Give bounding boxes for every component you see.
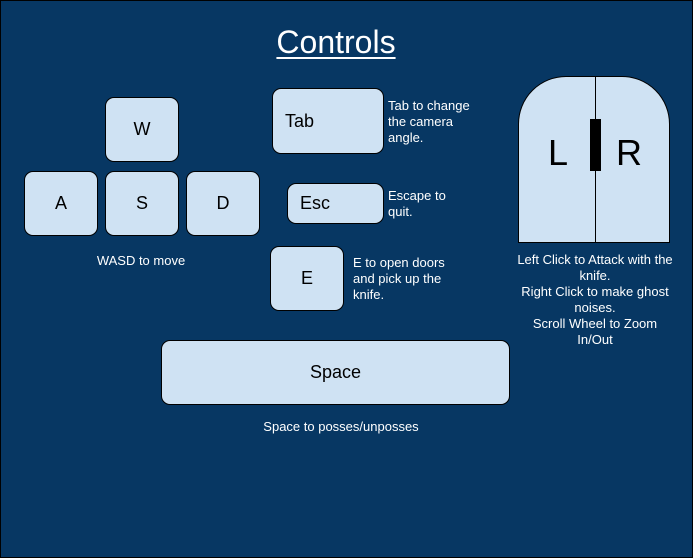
tab-caption-line: angle. bbox=[388, 130, 424, 145]
esc-caption: Escape to quit. bbox=[388, 188, 488, 220]
e-caption-line: E to open doors bbox=[353, 255, 445, 270]
key-d: D bbox=[186, 171, 260, 236]
key-esc: Esc bbox=[287, 183, 384, 224]
key-space: Space bbox=[161, 340, 510, 405]
mouse-left-label: L bbox=[548, 132, 569, 173]
key-s: S bbox=[105, 171, 179, 236]
wasd-caption: WASD to move bbox=[96, 253, 186, 268]
key-w: W bbox=[105, 97, 179, 162]
tab-caption-line: Tab to change bbox=[388, 98, 470, 113]
mouse-diagram: L R bbox=[518, 76, 670, 243]
esc-caption-line: Escape to bbox=[388, 188, 446, 203]
key-e: E bbox=[270, 246, 344, 311]
mouse-caption-line: Right Click to make ghost bbox=[521, 284, 669, 299]
tab-caption-line: the camera bbox=[388, 114, 454, 129]
mouse-caption-line: In/Out bbox=[577, 332, 613, 347]
mouse-caption-line: Scroll Wheel to Zoom bbox=[532, 316, 658, 331]
e-caption-line: knife. bbox=[353, 287, 385, 302]
mouse-caption-line: knife. bbox=[579, 268, 611, 283]
key-a: A bbox=[24, 171, 98, 236]
mouse-right-label: R bbox=[616, 132, 642, 173]
mouse-caption-line: noises. bbox=[574, 300, 616, 315]
e-caption: E to open doors and pick up the knife. bbox=[353, 255, 463, 303]
scroll-wheel-icon bbox=[590, 119, 601, 171]
key-tab: Tab bbox=[272, 88, 384, 154]
mouse-caption-line: Left Click to Attack with the bbox=[517, 252, 673, 267]
space-caption: Space to posses/unposses bbox=[263, 419, 419, 434]
e-caption-line: and pick up the bbox=[353, 271, 442, 286]
mouse-caption: Left Click to Attack with the knife. Rig… bbox=[501, 252, 689, 348]
page-title: Controls bbox=[276, 24, 396, 60]
esc-caption-line: quit. bbox=[388, 204, 413, 219]
tab-caption: Tab to change the camera angle. bbox=[388, 98, 498, 146]
